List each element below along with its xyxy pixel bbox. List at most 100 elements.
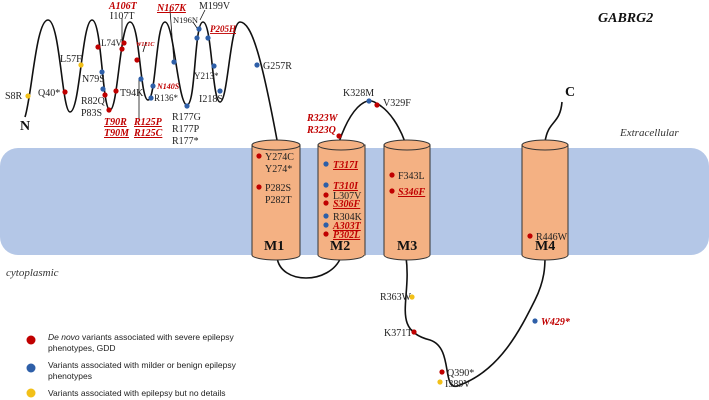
variant-label: N140S — [156, 82, 180, 91]
n-terminus-label: N — [20, 119, 30, 134]
dot-T94K — [113, 88, 119, 94]
m3-m4-intracellular-loop — [404, 256, 546, 388]
dot-R82Q — [100, 86, 106, 92]
dot-R125 — [138, 76, 144, 82]
dot-R136 — [148, 95, 154, 101]
legend-mild-dot — [26, 363, 36, 373]
m1-m2-loop — [276, 256, 342, 279]
variant-label: T90R — [104, 117, 127, 128]
legend-mild-text: Variants associated with milder or benig… — [48, 360, 237, 370]
variant-label: T94K — [120, 88, 144, 99]
variant-label: G257R — [263, 61, 292, 72]
variant-label: P205H — [210, 24, 237, 34]
variant-label: S306F — [333, 199, 361, 210]
protein-title: GABRG2 — [598, 11, 653, 26]
dot-A106T — [121, 40, 127, 46]
dot-R304K — [323, 213, 329, 219]
variant-label: R125C — [133, 128, 163, 139]
dot-N167K — [171, 59, 177, 65]
variant-label: R177* — [172, 136, 199, 147]
dot-P302L — [323, 231, 329, 237]
dot-L307V — [323, 192, 329, 198]
variant-label: M199V — [199, 1, 231, 12]
variant-label: I389V — [445, 379, 471, 390]
variant-label: Y274* — [265, 164, 292, 175]
helix-m1: M1 — [251, 139, 301, 261]
variant-label: R136* — [154, 93, 179, 103]
variant-label: L57F — [60, 54, 82, 65]
dot-N196N — [194, 35, 200, 41]
dot-L74V — [95, 44, 101, 50]
dot-P83S — [102, 92, 108, 98]
c-terminal-chain — [544, 101, 563, 143]
variant-label: Y213* — [194, 71, 219, 81]
n-terminal-domain-chain — [24, 19, 278, 141]
dot-S306F — [323, 200, 329, 206]
dot-I218S — [217, 88, 223, 94]
dot-Y274 — [256, 153, 262, 159]
dot-Y213 — [211, 63, 217, 69]
variant-label: T310I — [333, 181, 359, 192]
variant-label: A303T — [332, 221, 362, 232]
variant-label: S346F — [398, 187, 426, 198]
variant-label: T317I — [333, 160, 359, 171]
extracellular-label: Extracellular — [619, 127, 679, 139]
dot-T317I — [323, 161, 329, 167]
variant-label: P83S — [81, 108, 102, 119]
legend-severe-text: De novo variants associated with severe … — [48, 332, 234, 342]
m4-label: M4 — [535, 239, 555, 254]
dot-P205H — [205, 35, 211, 41]
variant-label: W121C — [136, 42, 155, 48]
variant-label: P302L — [333, 230, 360, 241]
dot-Q40 — [62, 89, 68, 95]
variant-label: W429* — [541, 317, 571, 328]
variant-label: S8R — [5, 91, 23, 102]
variant-label: T90M — [104, 128, 130, 139]
dot-I389V — [437, 379, 443, 385]
dot-Q390 — [439, 369, 445, 375]
variant-label: R177G — [172, 112, 201, 123]
variant-label: P282S — [265, 183, 291, 194]
dot-F343L — [389, 172, 395, 178]
dot-W429 — [532, 318, 538, 324]
variant-label: I107T — [110, 11, 134, 22]
legend-severe-dot — [26, 335, 36, 345]
variant-label: R125P — [133, 117, 163, 128]
dot-R177 — [184, 103, 190, 109]
dot-R323 — [336, 133, 342, 139]
dot-N140S — [150, 83, 156, 89]
dot-K371T — [411, 329, 417, 335]
dot-A303T — [323, 222, 329, 228]
variant-label: L74V — [101, 38, 122, 48]
dot-M199V — [196, 26, 202, 32]
variant-label: K328M — [343, 88, 374, 99]
m1-label: M1 — [264, 239, 284, 254]
variant-label: R304K — [333, 212, 363, 223]
c-terminus-label: C — [565, 85, 575, 100]
variant-label: R446W — [536, 232, 568, 243]
legend-unknown-dot — [26, 388, 36, 398]
dot-L57F — [78, 62, 84, 68]
variant-labels: S8R Q40* L57F N79S R82Q P83S L74V T90R T… — [5, 1, 571, 390]
variant-dots — [25, 26, 538, 385]
variant-label: P282T — [265, 195, 292, 206]
variant-label: K371T — [384, 328, 412, 339]
variant-label: Y274C — [265, 152, 294, 163]
dot-S346F — [389, 188, 395, 194]
legend: De novo variants associated with severe … — [26, 332, 237, 398]
variant-label: Q40* — [38, 88, 60, 99]
legend-severe-text-line2: phenotypes, GDD — [48, 343, 116, 353]
dot-S8R — [25, 93, 31, 99]
variant-label: R323W — [306, 113, 339, 124]
dot-T310I — [323, 182, 329, 188]
variant-label: F343L — [398, 171, 425, 182]
variant-label: L307V — [333, 191, 362, 202]
variant-label: R363W — [380, 292, 412, 303]
dot-T90 — [106, 107, 112, 113]
annotation-arrows — [121, 9, 206, 120]
variant-label: A106T — [108, 1, 138, 12]
dot-G257R — [254, 62, 260, 68]
cytoplasmic-label: cytoplasmic — [6, 267, 59, 279]
